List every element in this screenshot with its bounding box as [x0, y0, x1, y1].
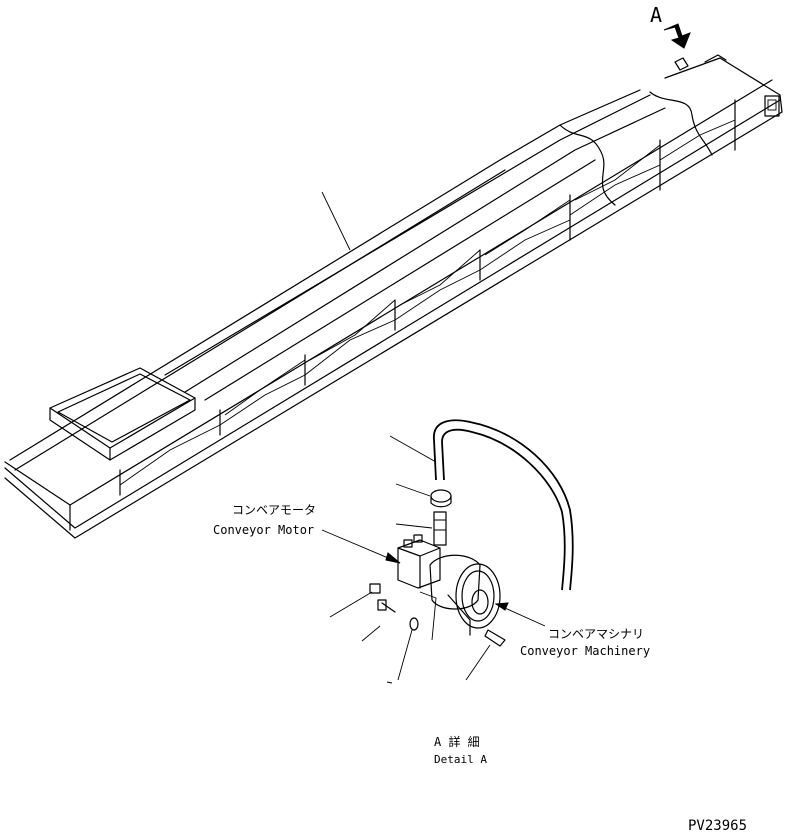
conveyor-motor-label-en: Conveyor Motor [213, 523, 314, 537]
view-a-arrow [663, 23, 691, 49]
figure-id: PV23965 [688, 818, 747, 834]
detail-a-assembly [321, 419, 574, 684]
conveyor-motor-label-jp: コンベアモータ [232, 503, 316, 517]
conveyor-machinery-label-en: Conveyor Machinery [520, 644, 650, 658]
conveyor-frame [4, 54, 783, 539]
detail-a-label-jp: A 詳 細 [434, 734, 480, 749]
view-label-a: A [650, 3, 662, 27]
hose-clamp [430, 489, 452, 503]
detail-a-label-en: Detail A [434, 753, 487, 766]
conveyor-machinery-label-jp: コンベアマシナリ [548, 627, 644, 641]
